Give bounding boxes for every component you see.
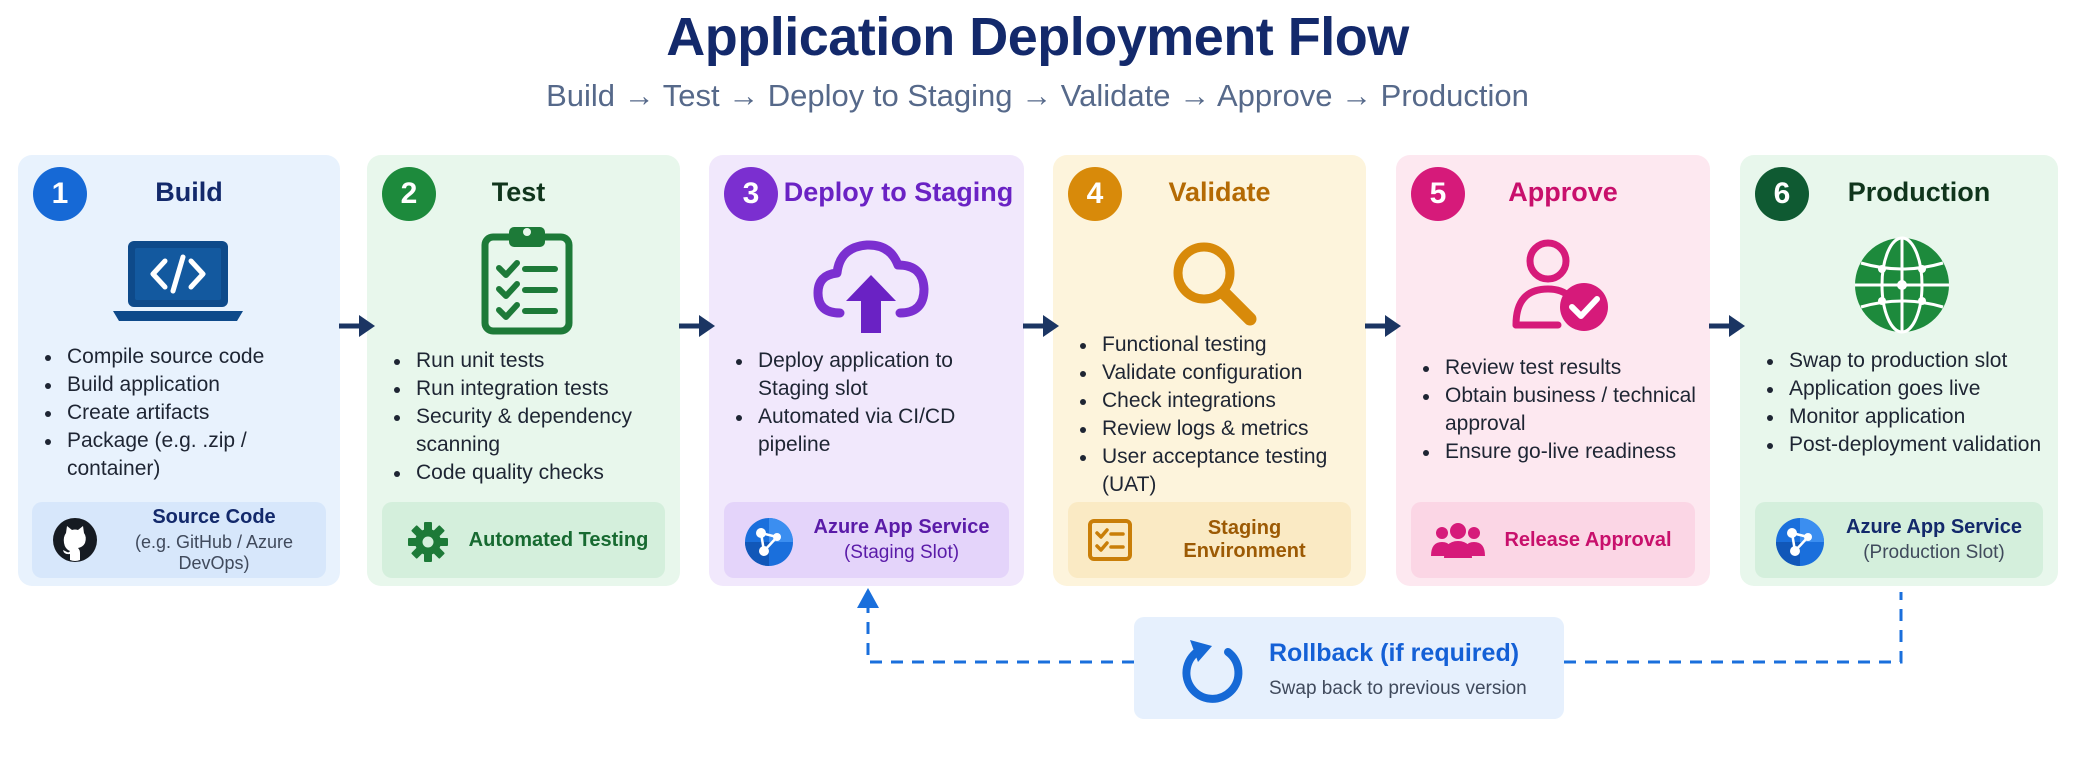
bullet-item: Swap to production slot <box>1762 347 2058 375</box>
user-check-icon <box>1512 239 1608 331</box>
footer-label: Automated Testing <box>468 528 649 551</box>
footer-text: Azure App Service (Production Slot) <box>1831 502 2037 578</box>
footer-label: Azure App Service <box>1846 516 2022 538</box>
bullet-item: Monitor application <box>1762 403 2058 431</box>
flow-arrow-right-icon <box>679 315 715 337</box>
stage-title: Production <box>1847 177 1991 207</box>
stage-bullets: Compile source code Build application Cr… <box>40 343 340 483</box>
rollback-subtitle: Swap back to previous version <box>1269 678 1527 699</box>
page-subtitle: Build → Test → Deploy to Staging → Valid… <box>546 78 1529 113</box>
page-title: Application Deployment Flow <box>666 7 1409 67</box>
stage-title: Validate <box>1168 177 1271 207</box>
stage-footer: Source Code (e.g. GitHub / Azure DevOps) <box>32 502 326 578</box>
stage-bullets: Review test results Obtain business / te… <box>1418 354 1708 466</box>
stage-title: Test <box>491 177 546 207</box>
stage-footer: Azure App Service (Staging Slot) <box>724 502 1009 578</box>
footer-text: Automated Testing <box>458 502 659 578</box>
bullet-item: Review logs & metrics <box>1075 415 1360 443</box>
github-icon <box>53 518 97 562</box>
bullet-item: Run integration tests <box>389 375 659 403</box>
stage-card-approve: 5 Approve Review test results Obtain bus… <box>1396 155 1710 586</box>
bullet-item: Create artifacts <box>40 399 340 427</box>
magnifier-icon <box>1173 242 1257 326</box>
azure-app-service-icon <box>745 518 793 566</box>
footer-sublabel: (Staging Slot) <box>843 542 960 563</box>
team-icon <box>1431 523 1485 558</box>
stage-title: Approve <box>1508 177 1618 207</box>
stage-card-validate: 4 Validate Functional testing Validate c… <box>1053 155 1366 586</box>
stage-bullets: Run unit tests Run integration tests Sec… <box>389 347 659 487</box>
flow-arrow-right-icon <box>1365 315 1401 337</box>
footer-text: Azure App Service (Staging Slot) <box>800 502 1003 578</box>
footer-text: Release Approval <box>1487 502 1689 578</box>
stage-footer: Azure App Service (Production Slot) <box>1755 502 2043 578</box>
flow-arrow-right-icon <box>1023 315 1059 337</box>
stage-card-build: 1 Build Compile source code Build applic… <box>18 155 340 586</box>
stage-number-badge: 6 <box>1755 167 1809 221</box>
bullet-item: User acceptance testing (UAT) <box>1075 443 1360 499</box>
stage-number-badge: 2 <box>382 167 436 221</box>
bullet-item: Deploy application to Staging slot <box>731 347 1001 403</box>
footer-label: Azure App Service <box>813 516 990 538</box>
stage-card-deploy-to-staging: 3 Deploy to Staging Deploy application t… <box>709 155 1024 586</box>
stage-footer: Release Approval <box>1411 502 1695 578</box>
bullet-item: Ensure go-live readiness <box>1418 438 1708 466</box>
bullet-item: Security & dependency scanning <box>389 403 659 459</box>
footer-label: Source Code <box>152 506 276 528</box>
stage-footer: Automated Testing <box>382 502 665 578</box>
bullet-item: Obtain business / technical approval <box>1418 382 1708 438</box>
stage-bullets: Swap to production slot Application goes… <box>1762 347 2058 459</box>
stage-footer: Staging Environment <box>1068 502 1351 578</box>
stage-bullets: Functional testing Validate configuratio… <box>1075 331 1360 499</box>
bullet-item: Review test results <box>1418 354 1708 382</box>
clipboard-checklist-icon <box>481 227 573 335</box>
stage-card-test: 2 Test Run unit tests Run integration te… <box>367 155 680 586</box>
cloud-upload-icon <box>813 240 929 333</box>
bullet-item: Application goes live <box>1762 375 2058 403</box>
footer-label: Staging Environment <box>1183 517 1306 562</box>
laptop-code-icon <box>113 241 243 321</box>
bullet-item: Package (e.g. .zip / container) <box>40 427 340 483</box>
stage-number-badge: 5 <box>1411 167 1465 221</box>
stage-title: Build <box>155 177 223 207</box>
stage-bullets: Deploy application to Staging slot Autom… <box>731 347 1001 459</box>
gear-icon <box>408 522 448 562</box>
stage-title: Deploy to Staging <box>783 177 1014 207</box>
bullet-item: Validate configuration <box>1075 359 1360 387</box>
bullet-item: Run unit tests <box>389 347 659 375</box>
rollback-box: Rollback (if required) Swap back to prev… <box>1134 617 1564 719</box>
bullet-item: Compile source code <box>40 343 340 371</box>
refresh-icon <box>1182 640 1243 703</box>
bullet-item: Post-deployment validation <box>1762 431 2058 459</box>
bullet-item: Automated via CI/CD pipeline <box>731 403 1001 459</box>
stage-number-badge: 3 <box>724 167 778 221</box>
flow-arrow-right-icon <box>1709 315 1745 337</box>
stage-number-badge: 4 <box>1068 167 1122 221</box>
footer-sublabel: (Production Slot) <box>1863 542 2005 563</box>
footer-text: Staging Environment <box>1144 502 1345 578</box>
bullet-item: Build application <box>40 371 340 399</box>
footer-sublabel: (e.g. GitHub / Azure DevOps) <box>134 532 294 573</box>
azure-app-service-icon <box>1776 518 1824 566</box>
flow-arrow-right-icon <box>339 315 375 337</box>
rollback-title: Rollback (if required) <box>1269 639 1520 667</box>
stage-number-badge: 1 <box>33 167 87 221</box>
bullet-item: Code quality checks <box>389 459 659 487</box>
footer-text: Source Code (e.g. GitHub / Azure DevOps) <box>108 502 320 578</box>
footer-label: Release Approval <box>1504 528 1672 551</box>
stage-card-production: 6 Production Swap to production slot App… <box>1740 155 2058 586</box>
bullet-item: Functional testing <box>1075 331 1360 359</box>
checklist-icon <box>1088 519 1132 561</box>
globe-icon <box>1855 236 1949 334</box>
bullet-item: Check integrations <box>1075 387 1360 415</box>
